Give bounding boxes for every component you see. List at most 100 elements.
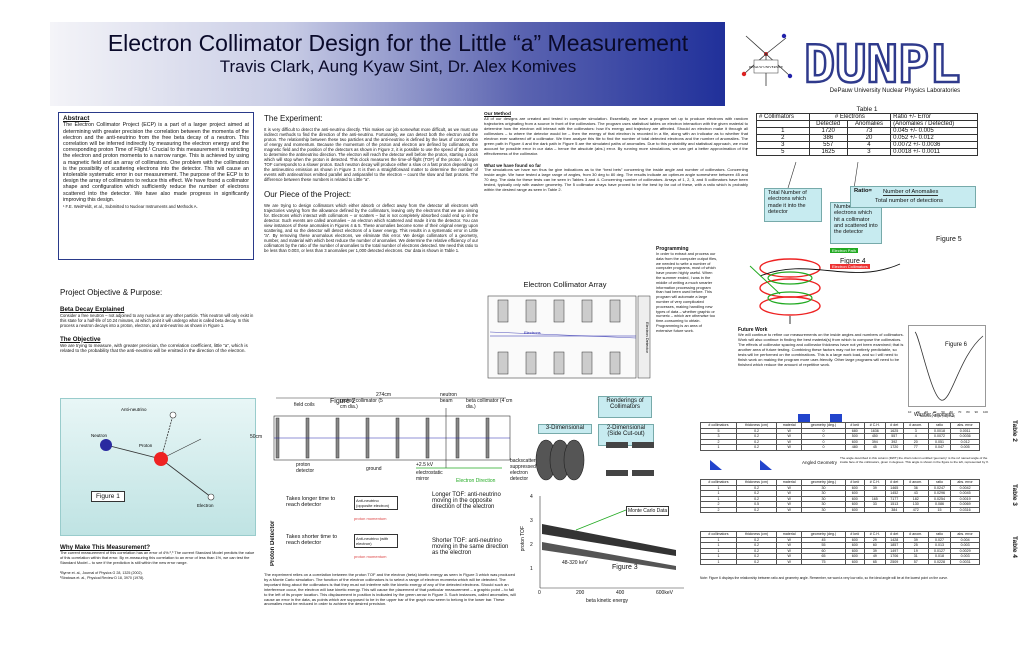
svg-text:Neutron: Neutron <box>91 433 108 438</box>
note-total-detected: Total Number of electrons which made it … <box>764 188 822 222</box>
washer-swatch <box>798 414 810 422</box>
figure-4-caption: Figure 4 <box>840 258 866 265</box>
found-body: The simulations we have run thus far giv… <box>484 166 748 192</box>
collimator-renderings <box>535 439 654 481</box>
piece-heading: Our Piece of the Project: <box>264 189 352 199</box>
figure-6-chart <box>914 331 984 401</box>
figure-6-xlabel: Geometry angle (degrees) <box>920 414 956 418</box>
neutron-icon <box>100 439 112 451</box>
method-body: All of our designs are created and teste… <box>484 116 748 156</box>
figure-3-chart <box>539 496 684 589</box>
svg-text:DUNPL: DUNPL <box>804 35 961 95</box>
why-body: The current measurement of this correlat… <box>60 550 255 565</box>
angled-label: Angled Geometry <box>802 460 838 465</box>
figure-6: Figure 6 <box>908 325 986 407</box>
proton-detector-label: Proton Detector <box>270 520 276 566</box>
svg-text:Electron: Electron <box>197 503 214 508</box>
figure-2-caption: Figure 2 <box>330 398 356 405</box>
three-d-label: 3-Dimensional <box>538 424 592 434</box>
collimators-tag: Electron Collimators <box>830 264 870 269</box>
lab-logo: DEPAUW UNIVERSITY DUNPL <box>732 24 990 102</box>
beta-body: Consider a free neutron – not adjoined t… <box>60 313 254 329</box>
programming-body: In order to extract and process our data… <box>656 251 718 333</box>
table-3-label: Table 3 <box>1011 484 1018 506</box>
programming-heading: Programming <box>656 246 689 252</box>
table-2-label: Table 2 <box>1011 420 1018 442</box>
beta-decay-diagram: Anti-neutrino Neutron Proton Electron <box>91 407 215 508</box>
experiment-heading: The Experiment: <box>264 114 323 123</box>
shorter-tof-note: Shorter TOF: anti-neutrino moving in the… <box>432 538 509 556</box>
objective-heading: Project Objective & Purpose: <box>60 288 163 297</box>
figure-3: 4 3 2 1 0 200 400 600keV beta kinetic en… <box>516 490 686 610</box>
lab-name: DePauw University Nuclear Physics Labora… <box>829 88 961 94</box>
figure-5-caption: Figure 5 <box>936 236 962 243</box>
proton-momentum-2: proton momentum <box>354 554 387 559</box>
beta-heading: Beta Decay Explained <box>60 306 125 313</box>
objective-body: We are trying to measure, with greater p… <box>60 342 248 354</box>
objective-section: Project Objective & Purpose: Beta Decay … <box>60 288 256 354</box>
anti-neutrino-icon <box>169 411 177 419</box>
renderings-label: Renderings of Collimators <box>598 396 652 418</box>
washer-label: Washer Geometry <box>914 412 955 418</box>
abstract-body: The Electron Collimator Project (ECP) is… <box>63 122 249 203</box>
why-section: Why Make This Measurement? The current m… <box>60 544 256 580</box>
svg-text:Proton: Proton <box>139 443 153 448</box>
figure-6-caption: Figure 6 <box>945 342 968 348</box>
figure-1: Anti-neutrino Neutron Proton Electron Fi… <box>60 398 256 536</box>
abstract-box: Abstract The Electron Collimator Project… <box>58 112 254 260</box>
experiment-body: It is very difficult to detect the anti-… <box>264 127 478 183</box>
future-body: We will continue to refine our measureme… <box>738 332 904 367</box>
anti-with: Anti-neutrino (with electron) <box>354 534 398 548</box>
title-banner <box>50 22 725 106</box>
washer-swatch-2 <box>830 414 842 422</box>
longer-tof-note: Longer TOF: anti-neutrino moving in the … <box>432 492 501 510</box>
poster-authors: Travis Clark, Aung Kyaw Sint, Dr. Alex K… <box>219 57 577 76</box>
svg-text:Anti-neutrino: Anti-neutrino <box>121 407 147 412</box>
found-heading: What we have found so far <box>484 162 542 168</box>
table-4-label: Table 4 <box>1011 536 1018 558</box>
collimator-array-diagram: Electrons Electron Detector <box>487 295 651 379</box>
proton-momentum-1: proton momentum <box>354 516 387 521</box>
electron-path-tag: Electron Path <box>830 248 859 253</box>
reference-1: ²Byrne et. al., Journal of Physics G 28,… <box>60 571 143 576</box>
reference-2: ³Stratowa et. al., Physical Review D 18,… <box>60 575 145 580</box>
angled-geometry-icon <box>710 460 772 470</box>
note-scattered: Number of electrons which hit a collimat… <box>830 202 882 244</box>
tables-note: Note: Figure 6 displays the relationship… <box>700 576 948 580</box>
poster-title: Electron Collimator Design for the Littl… <box>107 30 689 56</box>
longer-note: Takes longer time to reach detector <box>286 496 336 508</box>
apparatus-diagram <box>273 397 511 469</box>
future-heading: Future Work <box>738 327 768 333</box>
figure-3-explanation: The experiment relies on a correlation b… <box>264 572 516 607</box>
shorter-note: Takes shorter time to reach detector <box>286 534 338 546</box>
piece-body: We are trying to design collimators whic… <box>264 202 478 253</box>
table-1: Table 1 # Collimators # Electrons Ratio … <box>756 106 978 156</box>
table-1-caption: Table 1 <box>856 106 878 113</box>
proton-icon <box>154 452 168 466</box>
svg-text:Electrons: Electrons <box>524 330 541 335</box>
abstract-heading: Abstract <box>63 115 90 122</box>
abstract-footnote: ¹ F.E. WeitFeldt, et al., Submitted to N… <box>63 203 198 209</box>
svg-text:Electron Detector: Electron Detector <box>645 322 650 354</box>
figure-5-coils <box>749 258 901 324</box>
anti-opposite: Anti-neutrino (opposite electron) <box>354 496 398 510</box>
ratio-definition: Ratio= Number of Anomalies Total number … <box>850 186 976 208</box>
figure-2: 274cm 50cm field coils proton collimator… <box>250 388 536 490</box>
